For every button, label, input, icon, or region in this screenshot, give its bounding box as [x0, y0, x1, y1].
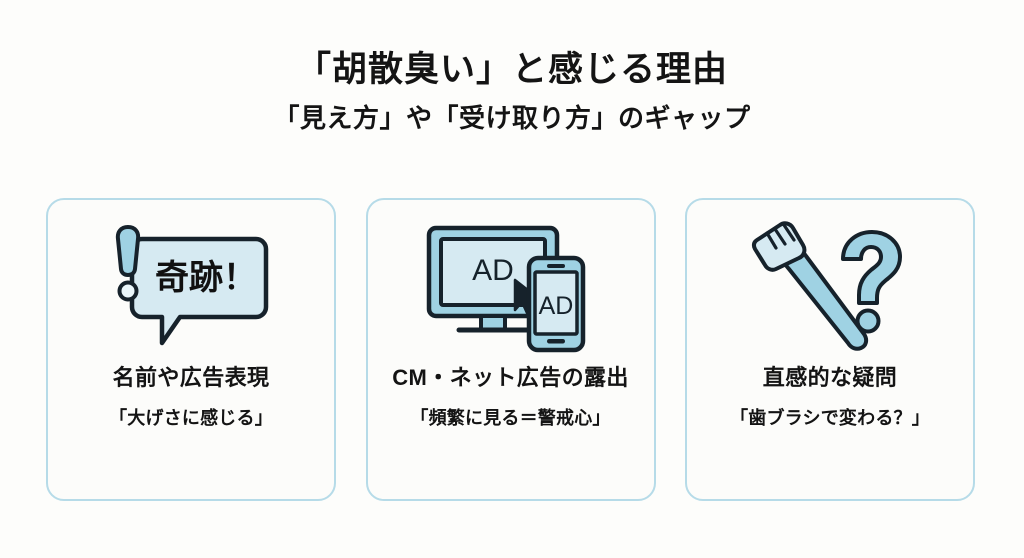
- card-subtitle: 「頻繁に見る＝警戒心」: [410, 408, 611, 429]
- card-intuitive-doubt[interactable]: 直感的な疑問 「歯ブラシで変わる？」: [685, 198, 975, 501]
- slide-header: 「胡散臭い」と感じる理由 「見え方」や「受け取り方」のギャップ: [0, 0, 1024, 136]
- card-title: 名前や広告表現: [112, 365, 270, 390]
- card-name-and-ad-expression[interactable]: 奇跡！ 名前や広告表現 「大げさに感じる」: [46, 198, 336, 501]
- card-icon-area: AD AD: [368, 200, 654, 365]
- card-row: 奇跡！ 名前や広告表現 「大げさに感じる」 AD: [46, 198, 975, 501]
- card-title: 直感的な疑問: [762, 365, 898, 390]
- monitor-ad-label: AD: [472, 254, 514, 287]
- card-cm-and-net-ad-exposure[interactable]: AD AD CM・ネット広告の露出 「頻繁に見る＝警戒心」: [365, 198, 656, 501]
- toothbrush-question-icon: [751, 220, 902, 351]
- card-subtitle: 「大げさに感じる」: [109, 408, 273, 429]
- card-title: CM・ネット広告の露出: [392, 365, 629, 390]
- card-icon-area: 奇跡！: [48, 200, 334, 365]
- card-subtitle: 「歯ブラシで変わる？」: [730, 408, 930, 429]
- phone-ad-label: AD: [538, 292, 573, 320]
- bubble-label: 奇跡！: [155, 259, 257, 297]
- monitor-smartphone-ad-icon: AD AD: [426, 225, 585, 353]
- page-subtitle: 「見え方」や「受け取り方」のギャップ: [273, 102, 751, 133]
- card-icon-area: [687, 200, 973, 365]
- speech-bubble-exclamation-icon: 奇跡！: [115, 224, 269, 345]
- page-title: 「胡散臭い」と感じる理由: [295, 50, 728, 89]
